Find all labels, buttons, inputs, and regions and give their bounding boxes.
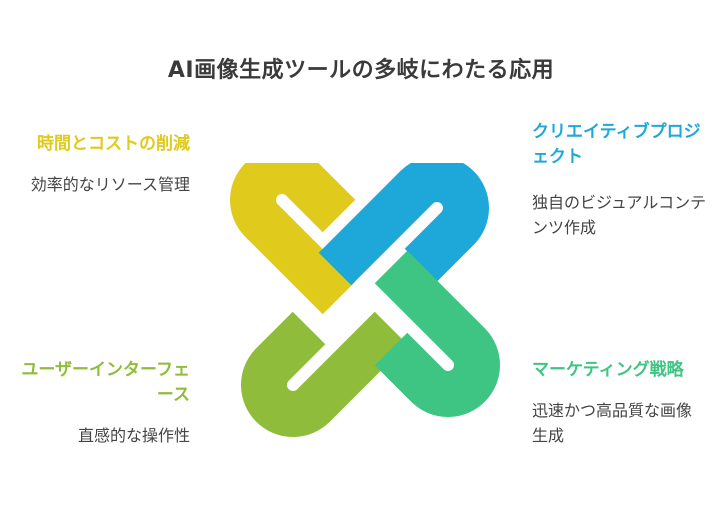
loop-blue [318, 163, 489, 286]
section-heading: クリエイティブプロジェクト [532, 122, 701, 167]
section-description: 効率的なリソース管理 [30, 175, 190, 194]
section-marketing-strategy: マーケティング戦略 迅速かつ高品質な画像生成 [532, 358, 707, 448]
loop-lime [241, 311, 408, 437]
section-time-cost: 時間とコストの削減 効率的なリソース管理 [20, 132, 190, 197]
loop-green [374, 250, 500, 417]
section-description: 独自のビジュアルコンテンツ作成 [532, 193, 707, 237]
loop-yellow [230, 163, 356, 315]
section-creative-projects: クリエイティブプロジェクト 独自のビジュアルコンテンツ作成 [532, 120, 707, 240]
section-description: 迅速かつ高品質な画像生成 [532, 401, 693, 445]
section-heading: 時間とコストの削減 [37, 134, 190, 154]
section-heading: ユーザーインターフェース [21, 360, 190, 405]
diagram-title: AI画像生成ツールの多岐にわたる応用 [167, 58, 555, 83]
section-description: 直感的な操作性 [77, 426, 190, 445]
section-heading: マーケティング戦略 [532, 360, 684, 380]
interlocking-loops-graphic [230, 163, 500, 437]
section-user-interface: ユーザーインターフェース 直感的な操作性 [20, 358, 190, 448]
